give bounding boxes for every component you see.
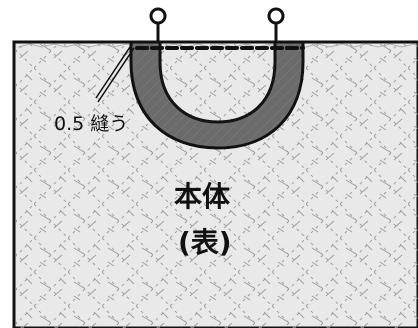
callout-label: 0.5 縫う [54, 113, 128, 135]
ring-icon [149, 7, 167, 25]
sub-label: (表) [178, 226, 232, 259]
bag-body [12, 40, 418, 328]
ring-right [267, 7, 285, 42]
callout-leader [95, 43, 135, 103]
main-label: 本体 [174, 180, 231, 213]
ring-icon [267, 7, 285, 25]
handle [129, 40, 305, 150]
ring-left [149, 7, 167, 42]
